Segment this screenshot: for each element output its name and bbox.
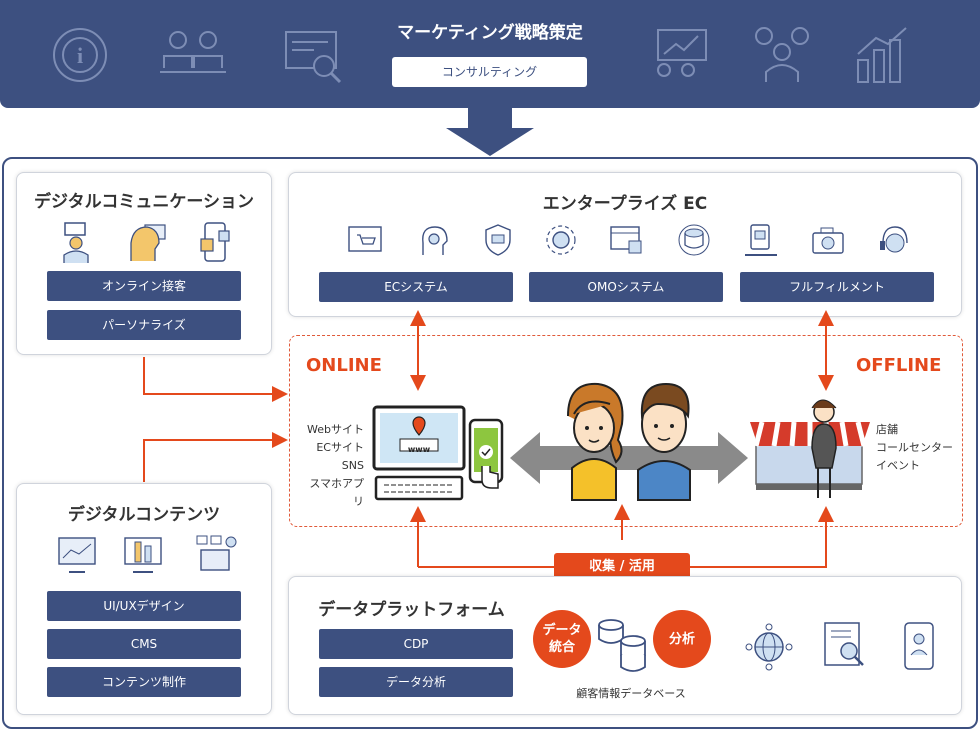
- meeting-icon: [160, 31, 226, 73]
- enterprise-ec-panel: エンタープライズ EC ECシステム OMOシステム フルフィルメント: [288, 172, 962, 317]
- ec-system-button[interactable]: ECシステム: [319, 272, 513, 302]
- data-analysis-button[interactable]: データ分析: [319, 667, 513, 697]
- design-tools-icon: [124, 537, 162, 573]
- cloud-sitemap-icon: [196, 535, 237, 571]
- data-integration-circle: データ 統合: [533, 610, 591, 668]
- digital-contents-panel: デジタルコンテンツ UI/UXデザイン CMS コンテンツ制作: [16, 483, 272, 715]
- ai-head-icon: [130, 224, 166, 261]
- enterprise-ec-title: エンタープライズ EC: [542, 194, 708, 214]
- mobile-profile-icon: [904, 622, 934, 670]
- store-illustration: [750, 399, 870, 498]
- channel-sns: SNS: [341, 459, 364, 472]
- flow-down-arrow: [446, 108, 534, 156]
- channel-event: イベント: [876, 459, 920, 472]
- digital-communication-panel: デジタルコミュニケーション オンライン接客 パーソナライズ: [16, 172, 272, 355]
- personalize-button[interactable]: パーソナライズ: [47, 310, 241, 340]
- decision-person-icon: [755, 27, 809, 82]
- consulting-button[interactable]: コンサルティング: [392, 57, 587, 87]
- data-platform-title: データプラットフォーム: [318, 600, 505, 620]
- mobile-gift-icon: [200, 222, 230, 262]
- customers-illustration: [567, 382, 691, 501]
- report-search-icon: [824, 622, 864, 666]
- analysis-circle: 分析: [653, 610, 711, 668]
- smartphone-illustration: [468, 418, 504, 489]
- strategy-title: マーケティング戦略策定: [397, 23, 583, 43]
- fulfillment-button[interactable]: フルフィルメント: [740, 272, 934, 302]
- browser-puzzle-icon: [610, 226, 642, 254]
- strategy-band: [0, 0, 980, 108]
- database-sync-icon: [678, 224, 710, 256]
- cart-screen-icon: [348, 226, 382, 252]
- channel-region: [289, 335, 963, 527]
- gear-network-icon: [546, 225, 576, 255]
- data-platform-panel: データプラットフォーム CDP データ分析 データ 統合 分析 顧客情報データベ…: [288, 576, 962, 715]
- customer-database-label: 顧客情報データベース: [576, 687, 686, 700]
- omo-system-button[interactable]: OMOシステム: [529, 272, 723, 302]
- channel-app: スマホアプリ: [309, 477, 364, 508]
- bidirectional-arrow: [510, 432, 748, 484]
- offline-channel-list: 店舗 コールセンター イベント: [876, 421, 953, 475]
- analytics-screen-icon: [285, 31, 342, 84]
- channel-call-center: コールセンター: [876, 441, 953, 454]
- svg-text:i: i: [77, 43, 83, 68]
- support-headset-icon: [880, 226, 908, 253]
- online-label: ONLINE: [306, 355, 382, 376]
- offline-label: OFFLINE: [856, 355, 942, 376]
- digital-contents-title: デジタルコンテンツ: [67, 505, 221, 525]
- growth-chart-icon: [857, 27, 907, 83]
- channel-ec: ECサイト: [316, 441, 364, 454]
- content-production-button[interactable]: コンテンツ制作: [47, 667, 241, 697]
- globe-network-icon: [745, 623, 793, 671]
- database-icon: [598, 619, 646, 672]
- service-frame: [2, 157, 978, 729]
- info-circle-icon: i: [53, 28, 107, 82]
- online-channel-list: Webサイト ECサイト SNS スマホアプリ: [300, 421, 364, 511]
- chat-operator-icon: [63, 222, 89, 263]
- cdp-button[interactable]: CDP: [319, 629, 513, 659]
- presentation-icon: [657, 29, 707, 77]
- uiux-design-button[interactable]: UI/UXデザイン: [47, 591, 241, 621]
- camera-icon: [812, 227, 844, 254]
- shield-icon: [485, 224, 511, 256]
- online-service-button[interactable]: オンライン接客: [47, 271, 241, 301]
- channel-store: 店舗: [876, 423, 898, 436]
- cms-button[interactable]: CMS: [47, 629, 241, 659]
- conveyor-box-icon: [745, 224, 777, 256]
- head-gear-icon: [422, 226, 448, 255]
- digital-communication-title: デジタルコミュニケーション: [34, 192, 254, 212]
- www-label: www: [407, 445, 431, 454]
- computer-illustration: [372, 405, 466, 501]
- channel-web: Webサイト: [307, 423, 364, 436]
- monitor-chart-icon: [58, 537, 96, 573]
